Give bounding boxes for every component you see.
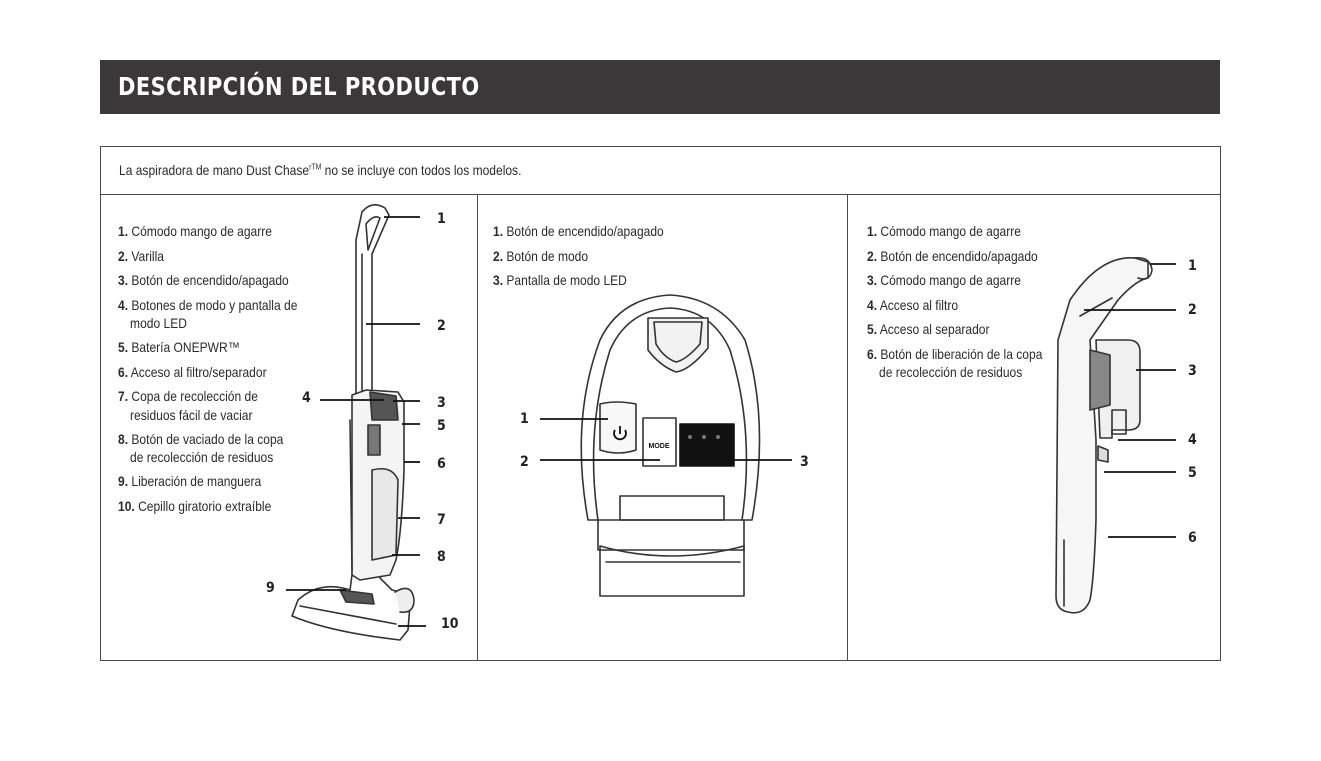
note-text: La aspiradora de mano Dust Chase [119,162,310,178]
section-banner: DESCRIPCIÓN DEL PRODUCTO [100,60,1220,114]
column-divider [477,194,478,660]
callout-number: 1 [437,211,446,227]
callout-number: 1 [1188,258,1197,274]
availability-note: La aspiradora de mano Dust ChaserTM no s… [119,162,521,178]
list-item: 3. Botón de encendido/apagado [118,272,289,288]
note-row: La aspiradora de mano Dust ChaserTM no s… [101,147,1220,195]
list-item: 9. Liberación de manguera [118,473,262,489]
callout-number: 2 [520,454,529,470]
mode-button-label: MODE [649,443,670,450]
list-item: 3. Pantalla de modo LED [493,272,627,288]
callout-number: 6 [437,456,446,472]
list-item: 2. Botón de modo [493,247,589,264]
list-item: 2. Botón de encendido/apagado [867,247,1038,264]
upright-vacuum-illustration [291,204,415,641]
list-item: 1. Cómodo mango de agarre [867,223,1021,239]
list-item: 6. Acceso al filtro/separador [118,363,267,380]
callout-lines [286,216,1176,627]
callout-number: 4 [302,390,311,406]
product-panel: La aspiradora de mano Dust ChaserTM no s… [100,146,1221,661]
callout-number: 6 [1188,530,1197,546]
list-item: 3. Cómodo mango de agarre [867,272,1021,288]
callout-number: 5 [437,418,446,434]
list-item: 4. Acceso al filtro [867,296,959,313]
control-head-illustration [580,294,761,597]
callout-number: 2 [1188,302,1197,318]
list-item: 1. Cómodo mango de agarre [118,223,272,239]
parts-list-controls: 1. Botón de encendido/apagado 2. Botón d… [493,219,692,293]
page-title: DESCRIPCIÓN DEL PRODUCTO [118,72,480,101]
handheld-vacuum-illustration [1055,256,1153,614]
list-item: 2. Varilla [118,247,164,264]
callout-number: 3 [800,454,809,470]
parts-list-handheld: 1. Cómodo mango de agarre 2. Botón de en… [867,219,1071,384]
column-divider [847,194,848,660]
list-item: 10. Cepillo giratorio extraíble [118,497,272,514]
callout-number: 7 [437,512,446,528]
callout-number: 2 [437,318,446,334]
callout-number: 1 [520,411,529,427]
callout-number: 4 [1188,432,1197,448]
callout-number: 5 [1188,465,1197,481]
power-icon [613,426,627,441]
callout-number: 10 [441,616,459,632]
parts-list-upright: 1. Cómodo mango de agarre 2. Varilla 3. … [118,219,327,518]
trademark-mark: rTM [309,162,322,172]
callout-number: 9 [266,580,275,596]
list-item: 1. Botón de encendido/apagado [493,223,664,239]
callout-number: 3 [437,395,446,411]
list-item: 5. Batería ONEPWR™ [118,339,240,355]
callout-number: 3 [1188,363,1197,379]
list-item: 5. Acceso al separador [867,321,990,337]
note-text-after: no se incluye con todos los modelos. [321,162,522,178]
callout-number: 8 [437,549,446,565]
